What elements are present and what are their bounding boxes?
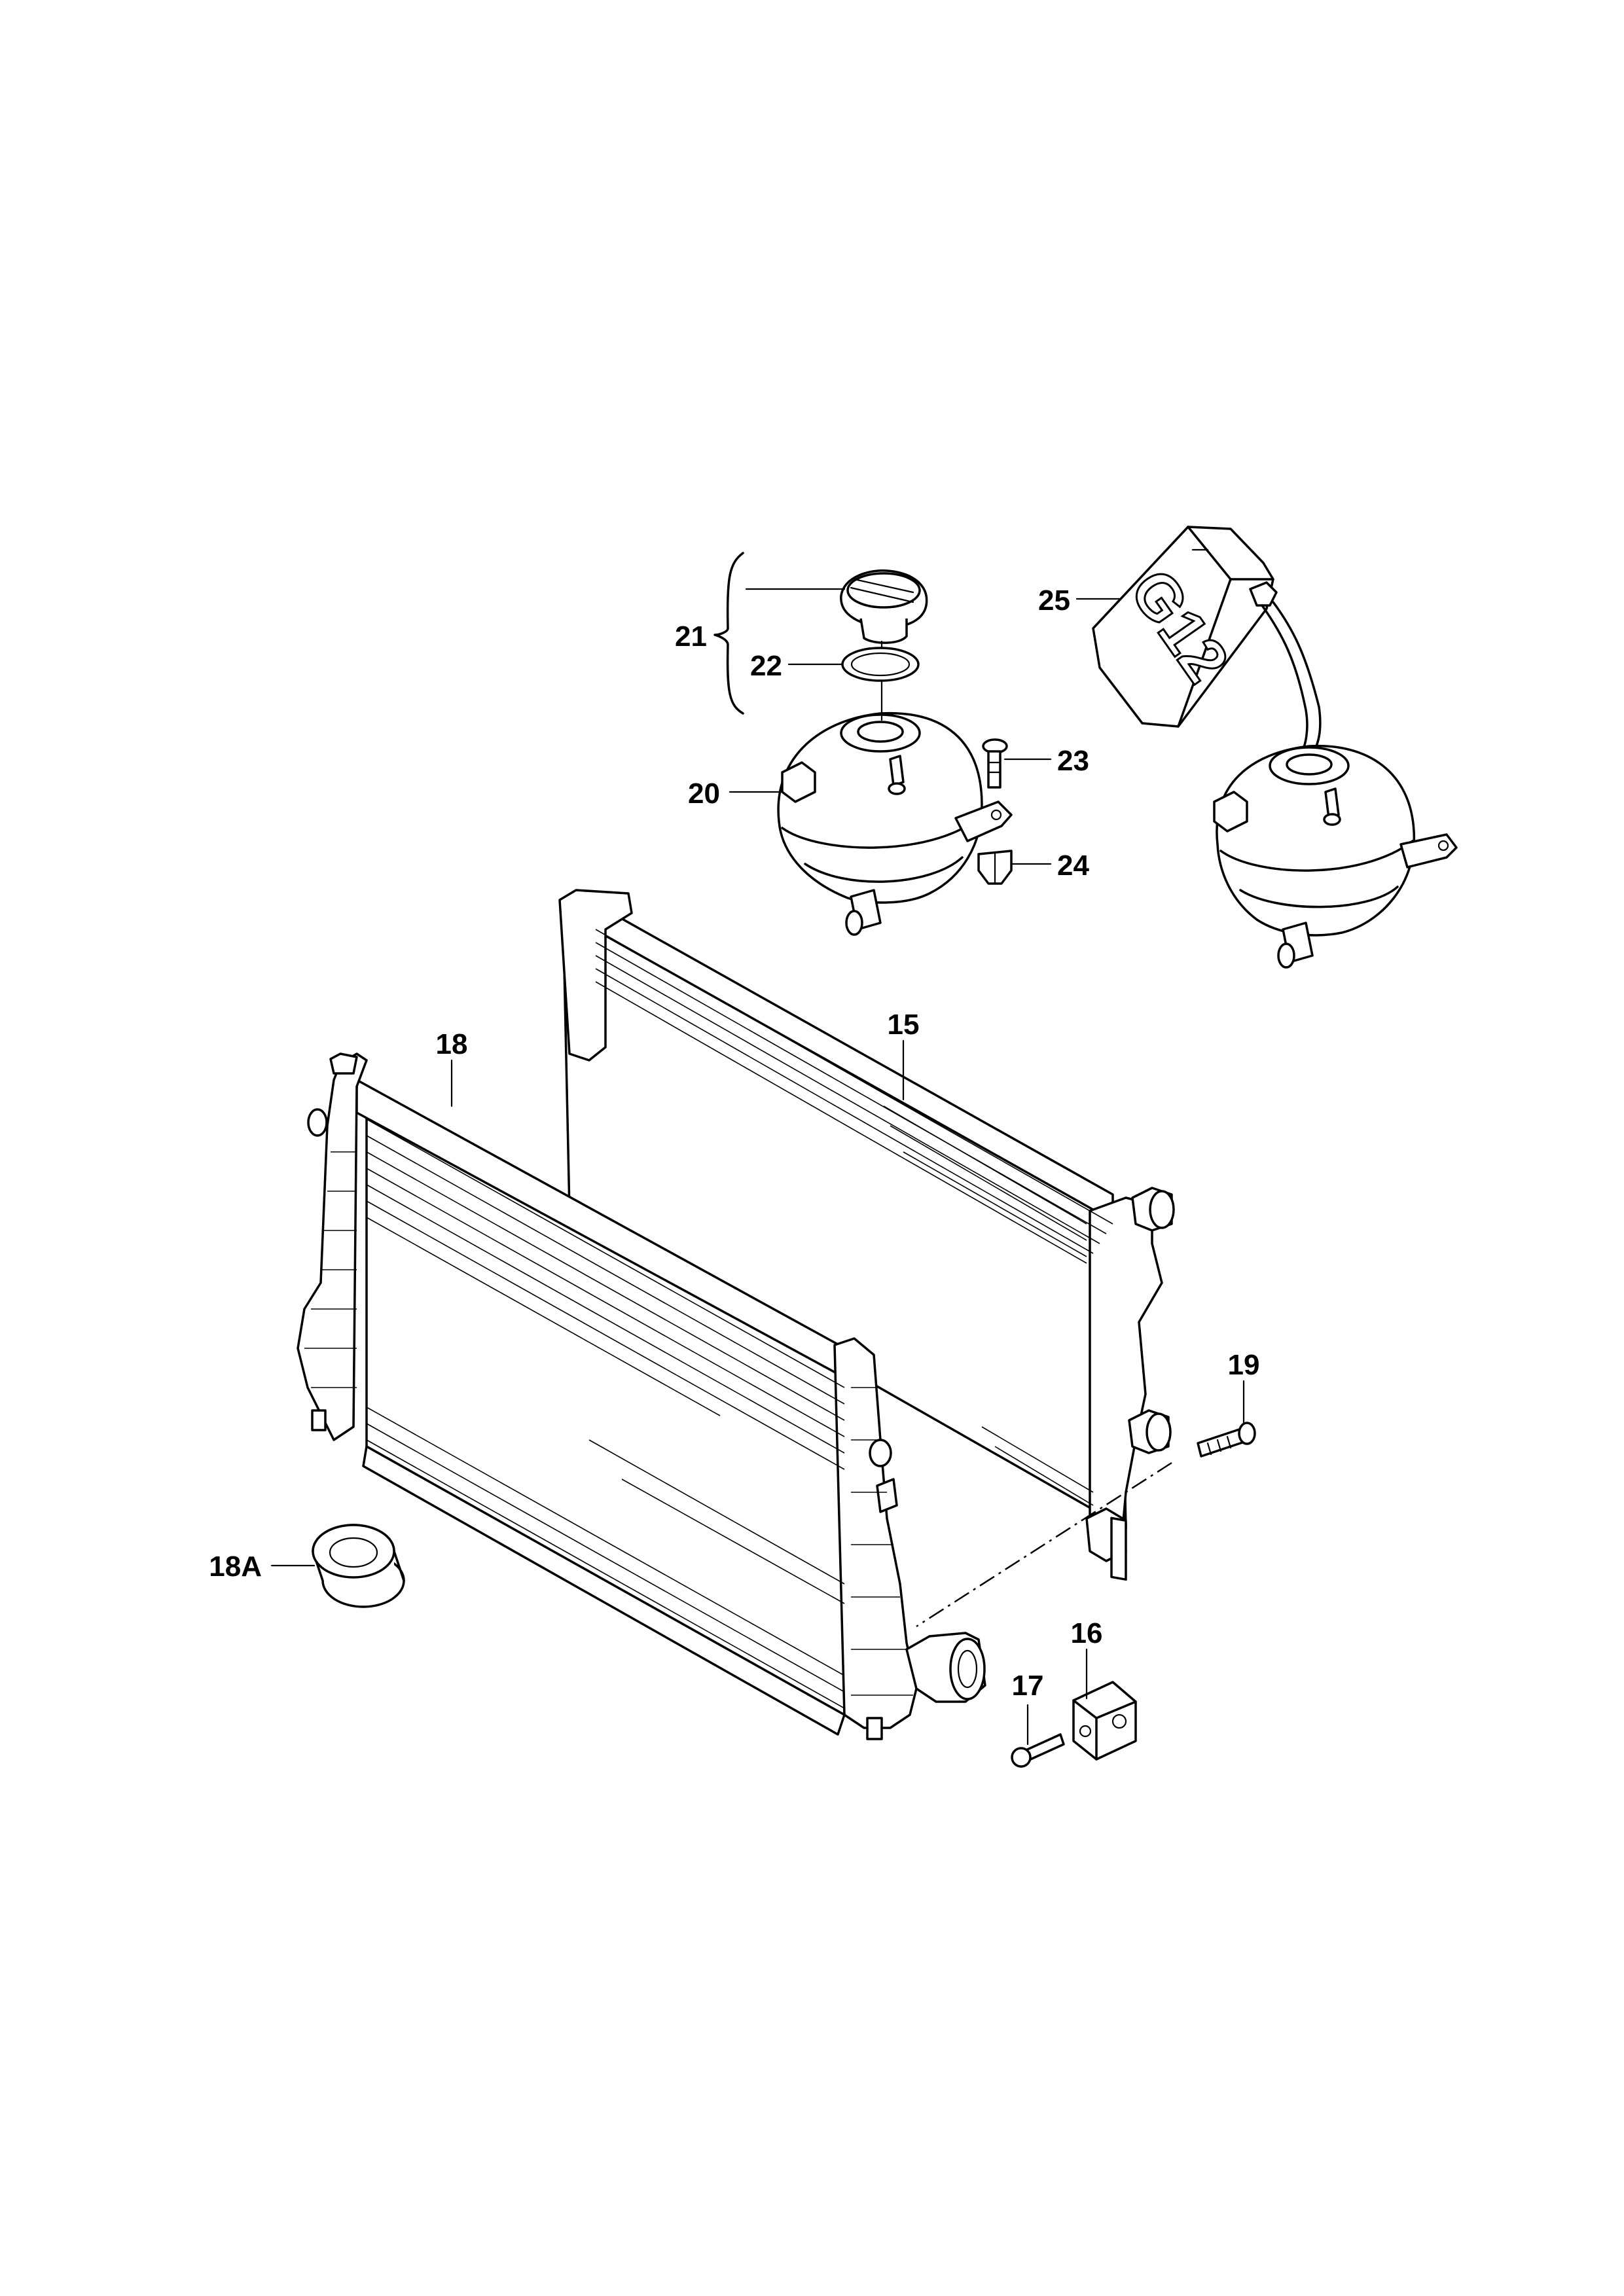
bracket-part-16 [1072, 1681, 1137, 1761]
callout-21: 21 [675, 620, 707, 653]
group-brace [713, 552, 744, 715]
callout-18A: 18A [209, 1551, 262, 1583]
callout-16: 16 [1071, 1617, 1103, 1649]
screw-part-17 [1011, 1733, 1065, 1768]
expansion-tank-part-20 [777, 711, 1013, 936]
callout-18: 18 [436, 1028, 468, 1060]
callout-23: 23 [1057, 745, 1089, 777]
bolt-part-19 [1197, 1422, 1256, 1458]
radiator-part-15 [558, 889, 1175, 1581]
assembly-line [916, 1462, 1172, 1628]
coolant-container-part-25: G12 [1092, 526, 1322, 761]
leader-lines [270, 588, 1245, 1746]
callout-25: 25 [1038, 584, 1070, 617]
clip-nut-part-24 [977, 850, 1013, 885]
expansion-tank-filled [1213, 744, 1458, 969]
seal-ring-part-22 [841, 647, 920, 682]
callout-15: 15 [888, 1009, 920, 1041]
grommet-part-18A [312, 1524, 405, 1608]
callout-22: 22 [750, 650, 782, 682]
callout-17: 17 [1012, 1670, 1044, 1702]
screw-part-23 [982, 738, 1008, 789]
callout-20: 20 [688, 778, 720, 810]
intercooler-part-18 [297, 1052, 986, 1740]
callout-24: 24 [1057, 850, 1089, 882]
cap-part-21 [840, 569, 928, 644]
callout-19: 19 [1228, 1349, 1260, 1381]
